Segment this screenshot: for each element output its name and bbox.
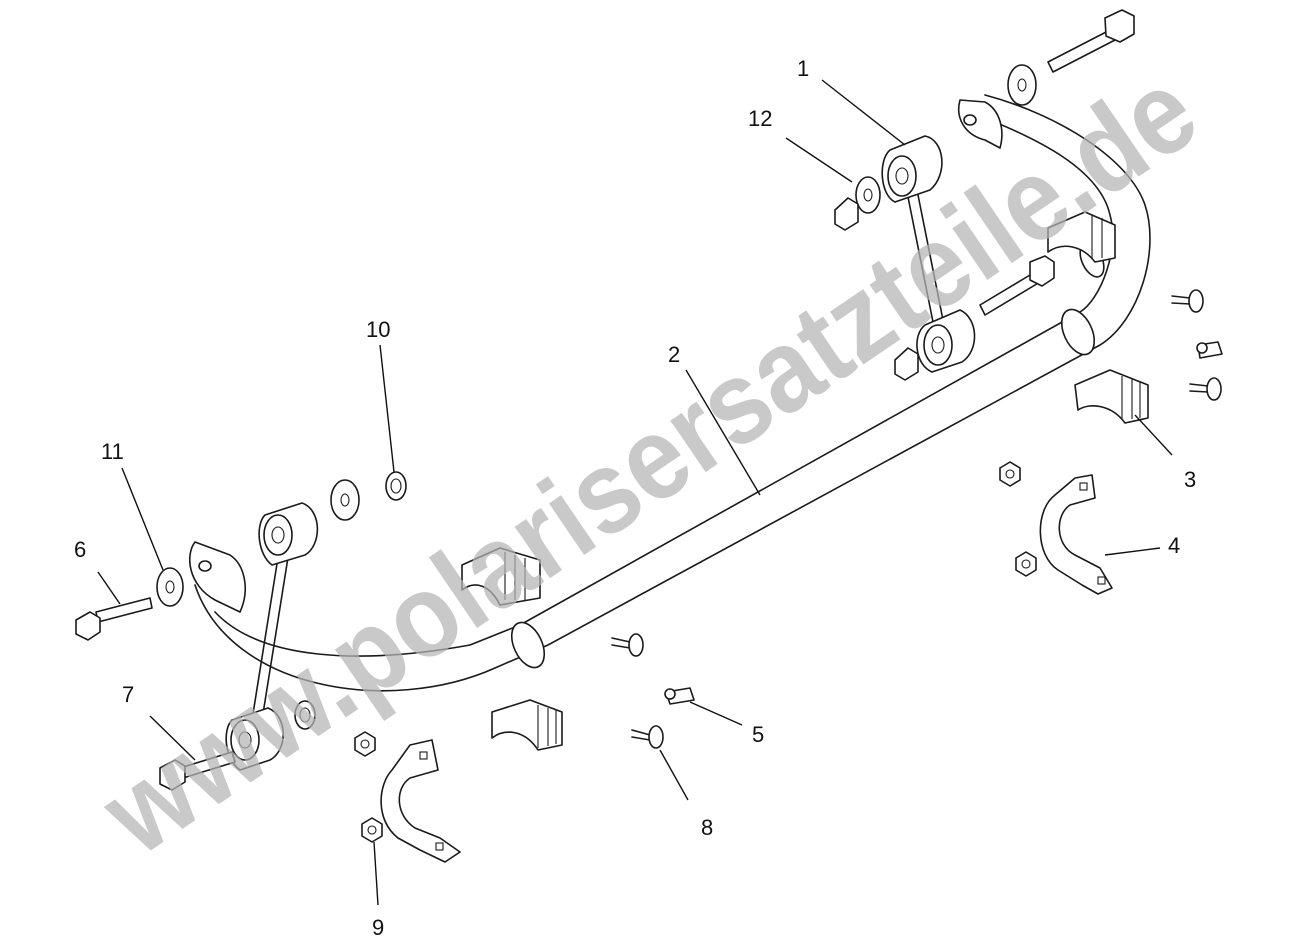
nut-right-lower (1015, 551, 1037, 577)
clamp-left (380, 739, 461, 863)
link-rod-left (225, 502, 319, 771)
rubber-bushing-right-upper (1047, 211, 1116, 263)
rubber-bushing-3 (1074, 369, 1149, 424)
callout-6: 6 (74, 537, 86, 562)
callout-4: 4 (1168, 533, 1180, 558)
bushing-nut-right-low (894, 347, 919, 381)
rubber-bushing-left-upper (461, 547, 541, 606)
washer-11 (156, 567, 184, 607)
washer-upper-right (1007, 64, 1037, 106)
callout-7: 7 (122, 682, 134, 707)
bolt-6 (75, 597, 153, 641)
bushing-nut-left-low (294, 700, 316, 730)
leader-lines (97, 79, 1173, 906)
callout-10: 10 (366, 317, 390, 342)
callout-11: 11 (101, 439, 124, 464)
link-rod-right (881, 135, 976, 373)
callout-8: 8 (701, 815, 713, 840)
nut-left-mid (354, 731, 376, 757)
washer-12 (855, 176, 881, 214)
bolt-mid-right (979, 255, 1055, 316)
push-rivet-mid (611, 633, 644, 657)
callout-9: 9 (372, 915, 384, 940)
grease-fitting-5 (664, 687, 695, 705)
washer-left-top (330, 479, 360, 521)
watermark-text: www.polarisersatzteile.de (79, 44, 1220, 880)
bolt-7 (159, 751, 236, 791)
callout-1: 1 (797, 56, 809, 81)
callout-3: 3 (1184, 467, 1196, 492)
callout-5: 5 (752, 722, 764, 747)
stabilizer-bar (188, 94, 1151, 692)
clamp-4 (1039, 474, 1113, 595)
nut-9 (361, 817, 383, 843)
grease-fitting-right (1196, 341, 1223, 359)
nut-right-upper (999, 461, 1021, 487)
push-rivet-right-upper (1171, 289, 1204, 313)
callout-2: 2 (668, 342, 680, 367)
bolt-upper-right (1047, 9, 1135, 73)
push-rivet-8 (631, 725, 664, 749)
bushing-nut-right-12 (834, 197, 859, 231)
push-rivet-right-lower (1189, 377, 1222, 401)
callout-12: 12 (748, 106, 772, 131)
rubber-bushing-left-lower (491, 699, 563, 751)
bushing-nut-10 (385, 471, 407, 501)
